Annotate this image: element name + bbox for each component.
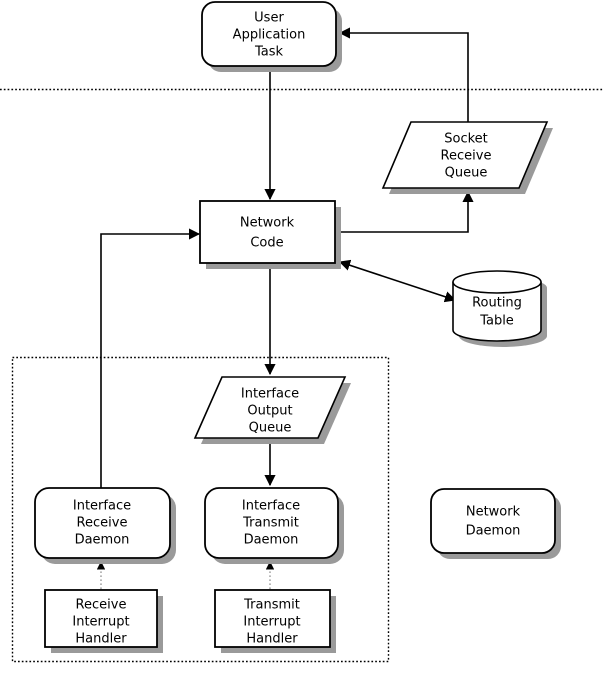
node-label-line: Code (250, 236, 283, 251)
node-label-line: Network (466, 505, 521, 520)
node-receive-interrupt-handler[interactable]: Receive Interrupt Handler (44, 589, 163, 653)
node-label-line: Network (240, 216, 295, 231)
node-transmit-interrupt-handler[interactable]: Transmit Interrupt Handler (214, 589, 336, 653)
network-daemon-boundary (11, 356, 390, 663)
node-socket-receive-queue[interactable]: Socket Receive Queue (381, 121, 553, 194)
edge-network-code-routing-table (338, 259, 457, 303)
node-label-line: Transmit (243, 598, 300, 613)
node-label-line: Receive (441, 149, 492, 164)
edge-socket-queue-to-user-app (338, 27, 469, 122)
node-user-application-task[interactable]: User Application Task (201, 1, 342, 72)
node-interface-receive-daemon[interactable]: Interface Receive Daemon (34, 487, 176, 564)
node-label-line: Interface (241, 387, 299, 402)
node-label-line: Transmit (242, 516, 299, 531)
node-label-line: Queue (445, 166, 488, 181)
node-interface-transmit-daemon[interactable]: Interface Transmit Daemon (204, 487, 344, 564)
edge-layer (96, 27, 474, 589)
node-label-line: Daemon (244, 533, 299, 548)
node-label-line: Interface (242, 499, 300, 514)
node-label-line: Output (247, 404, 292, 419)
node-network-daemon[interactable]: Network Daemon (430, 488, 561, 559)
node-label-line: Task (254, 45, 284, 60)
node-label-line: Interface (73, 499, 131, 514)
node-label-line: Interrupt (72, 615, 129, 630)
node-routing-table[interactable]: Routing Table (452, 270, 547, 347)
edge-network-code-to-socket-queue (337, 190, 474, 233)
node-network-code[interactable]: Network Code (199, 200, 341, 269)
node-label-line: Routing (472, 296, 522, 311)
node-label-line: Daemon (466, 524, 521, 539)
node-interface-output-queue[interactable]: Interface Output Queue (193, 376, 351, 444)
node-label-line: Daemon (75, 533, 130, 548)
node-label-line: User (254, 11, 284, 26)
edge-receive-daemon-to-network-code (100, 228, 201, 490)
node-label-line: Receive (77, 516, 128, 531)
node-label-line: Handler (246, 632, 298, 647)
node-label-line: Queue (249, 421, 292, 436)
node-label-line: Application (233, 28, 306, 43)
node-label-line: Table (479, 314, 514, 329)
node-label-line: Interrupt (243, 615, 300, 630)
node-label-line: Handler (75, 632, 127, 647)
node-label-line: Receive (76, 598, 127, 613)
node-label-line: Socket (444, 132, 488, 147)
